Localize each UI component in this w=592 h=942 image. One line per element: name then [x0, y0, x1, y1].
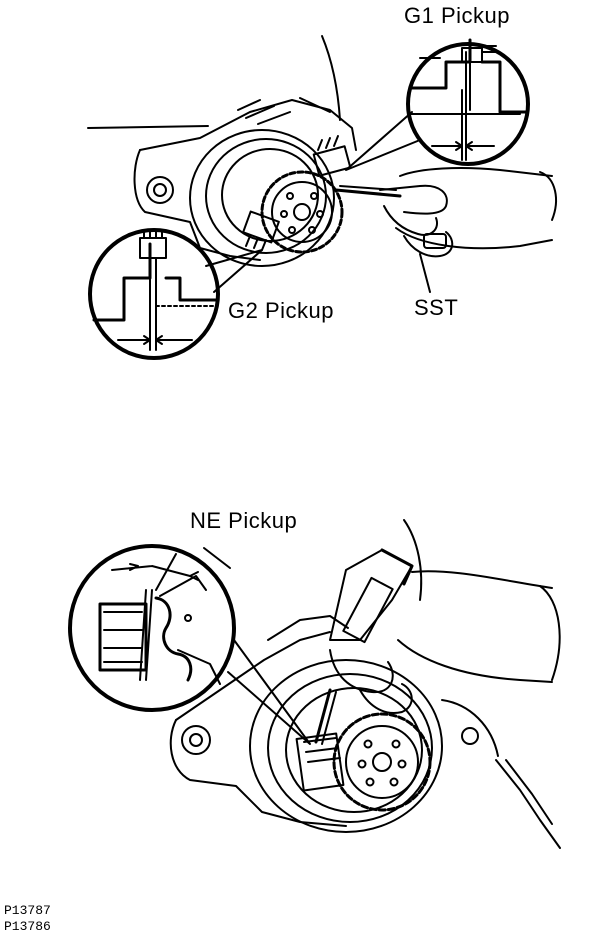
g2-pickup-label: G2 Pickup	[228, 298, 334, 323]
distributor-top-illustration	[87, 35, 557, 360]
figure-code-1: P13787	[4, 903, 51, 918]
ne-pickup-label: NE Pickup	[190, 508, 298, 533]
ne-inset-circle	[68, 544, 236, 712]
distributor-bottom-illustration	[68, 519, 561, 849]
g1-inset-circle	[406, 38, 530, 166]
figure-code-2: P13786	[4, 919, 51, 934]
sst-label: SST	[414, 295, 459, 320]
g2-inset-circle	[88, 228, 220, 360]
g1-pickup-label: G1 Pickup	[404, 3, 510, 28]
